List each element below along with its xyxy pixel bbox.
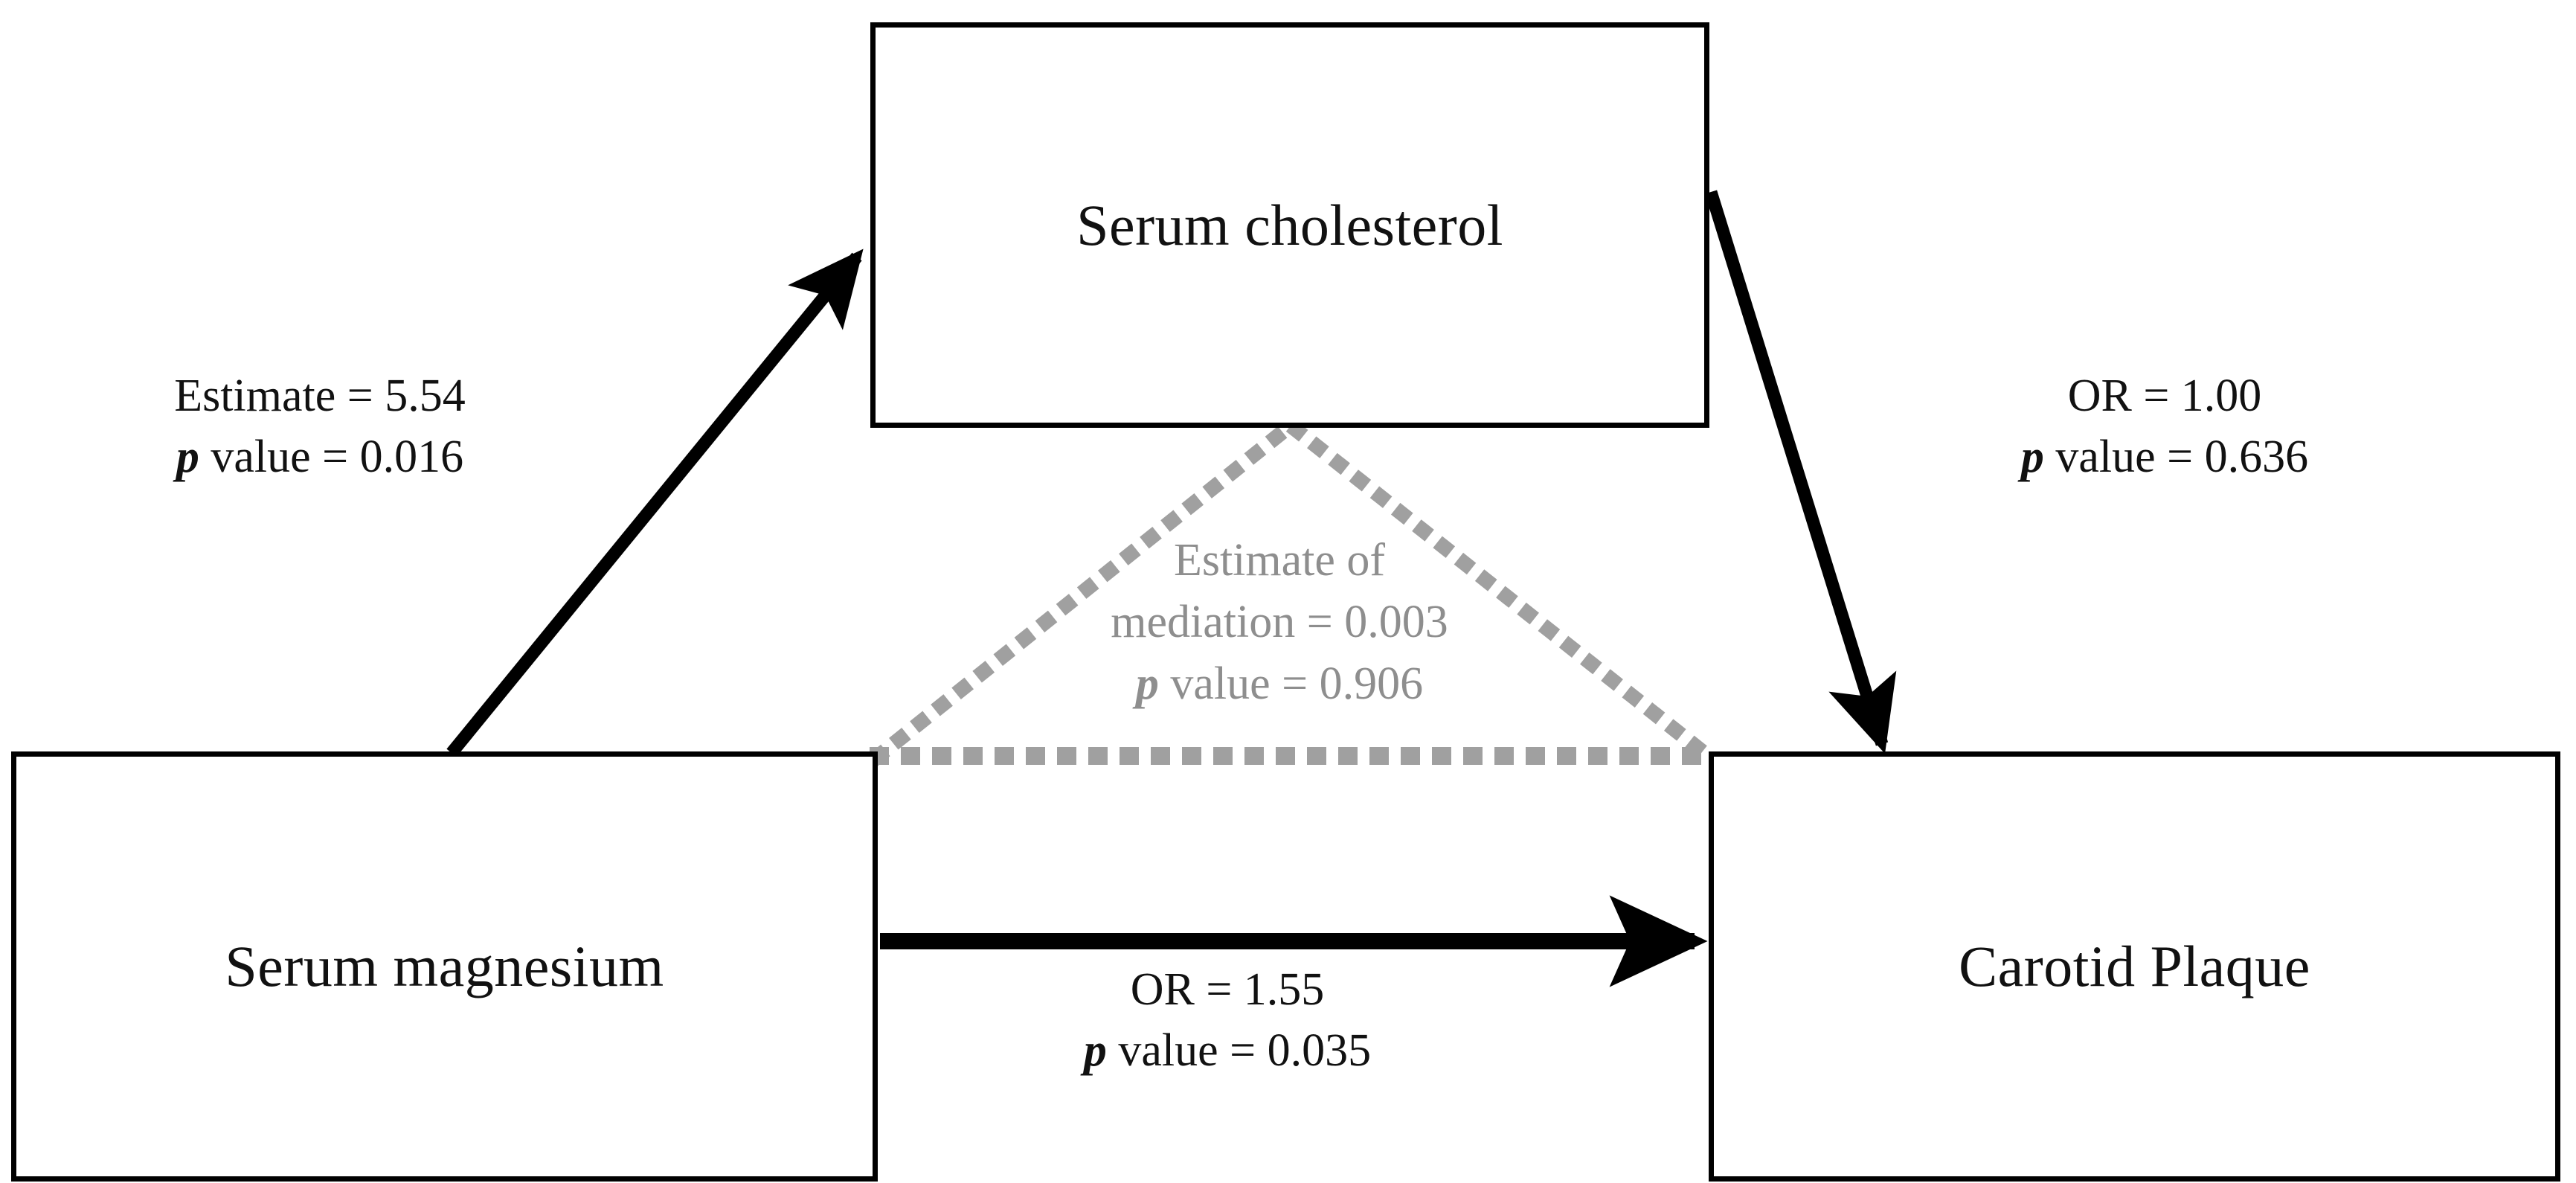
edge-label-indirect-line2: mediation = 0.003 <box>1111 597 1448 648</box>
node-box-serum-magnesium[interactable]: Serum magnesium <box>11 751 878 1182</box>
node-label-serum-cholesterol: Serum cholesterol <box>1076 192 1503 257</box>
p-symbol-b: p <box>2020 431 2044 482</box>
edge-label-a-path-pvalue: value = 0.016 <box>199 431 464 482</box>
edge-b-path-arrow <box>1704 190 1897 754</box>
edge-label-c-path-line2: p value = 0.035 <box>974 1021 1480 1082</box>
node-box-carotid-plaque[interactable]: Carotid Plaque <box>1709 751 2560 1182</box>
p-symbol-indirect: p <box>1135 658 1159 710</box>
edge-label-b-path-line2: p value = 0.636 <box>1941 427 2388 488</box>
edge-label-b-path-pvalue: value = 0.636 <box>2043 431 2309 482</box>
edge-label-b-path: OR = 1.00 p value = 0.636 <box>1941 366 2388 488</box>
edge-label-indirect-path: Estimate of mediation = 0.003 p value = … <box>1056 530 1503 715</box>
edge-label-a-path-line1: Estimate = 5.54 <box>174 371 466 421</box>
edge-label-indirect-line3: p value = 0.906 <box>1056 653 1503 715</box>
edge-label-b-path-line1: OR = 1.00 <box>2067 371 2262 421</box>
p-symbol-c: p <box>1083 1025 1107 1076</box>
p-symbol-a: p <box>176 431 199 482</box>
edge-label-indirect-line1: Estimate of <box>1173 535 1386 586</box>
node-label-serum-magnesium: Serum magnesium <box>225 934 664 999</box>
edge-label-a-path: Estimate = 5.54 p value = 0.016 <box>112 366 528 488</box>
edge-label-c-path: OR = 1.55 p value = 0.035 <box>974 960 1480 1082</box>
edge-a-path-arrow <box>446 249 864 757</box>
node-box-serum-cholesterol[interactable]: Serum cholesterol <box>870 22 1709 428</box>
edge-label-c-path-pvalue: value = 0.035 <box>1106 1025 1372 1076</box>
edge-label-a-path-line2: p value = 0.016 <box>112 427 528 488</box>
edge-label-indirect-pvalue: value = 0.906 <box>1158 658 1424 710</box>
edge-label-c-path-line1: OR = 1.55 <box>1130 964 1325 1015</box>
node-label-carotid-plaque: Carotid Plaque <box>1959 934 2310 999</box>
